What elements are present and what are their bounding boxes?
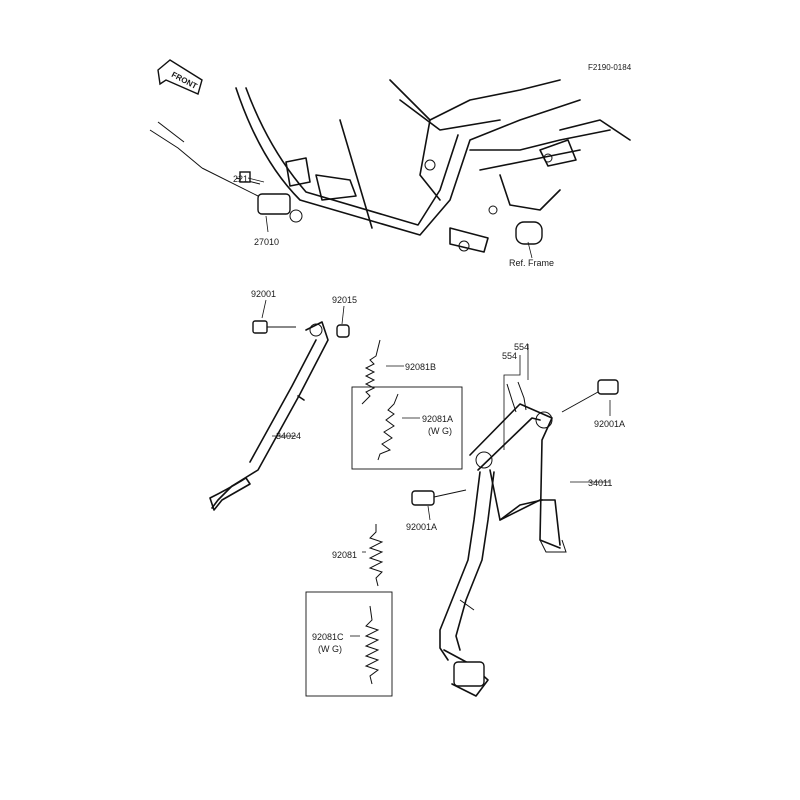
spring-92081B	[361, 339, 381, 405]
spring-92081A	[377, 393, 399, 461]
label-wg-1: (W G)	[428, 426, 452, 436]
label-92081C: 92081C	[312, 632, 344, 642]
label-92081B: 92081B	[405, 362, 436, 372]
label-92081A: 92081A	[422, 414, 453, 424]
label-34024: 34024	[276, 431, 301, 441]
center-stand	[411, 379, 619, 697]
spring-92081C	[364, 605, 380, 685]
spring-92081	[368, 524, 384, 587]
wg-box-2	[305, 591, 393, 697]
label-27010: 27010	[254, 237, 279, 247]
label-554-b: 554	[502, 351, 517, 361]
label-92001: 92001	[251, 289, 276, 299]
label-92081: 92081	[332, 550, 357, 560]
diagram-code: F2190-0184	[588, 63, 632, 72]
side-stand	[209, 320, 350, 511]
label-ref-frame: Ref. Frame	[509, 258, 554, 268]
leader-lines	[247, 177, 611, 637]
sidestand-switch	[149, 121, 303, 223]
label-wg-2: (W G)	[318, 644, 342, 654]
label-92015: 92015	[332, 295, 357, 305]
label-554-a: 554	[514, 342, 529, 352]
wg-box-1	[351, 386, 463, 470]
label-221: 221	[233, 174, 248, 184]
label-92001A-left: 92001A	[406, 522, 437, 532]
label-92001A-right: 92001A	[594, 419, 625, 429]
front-arrow-icon: FRONT	[157, 59, 203, 95]
label-34011: 34011	[588, 478, 612, 488]
frame-drawing	[235, 79, 631, 253]
